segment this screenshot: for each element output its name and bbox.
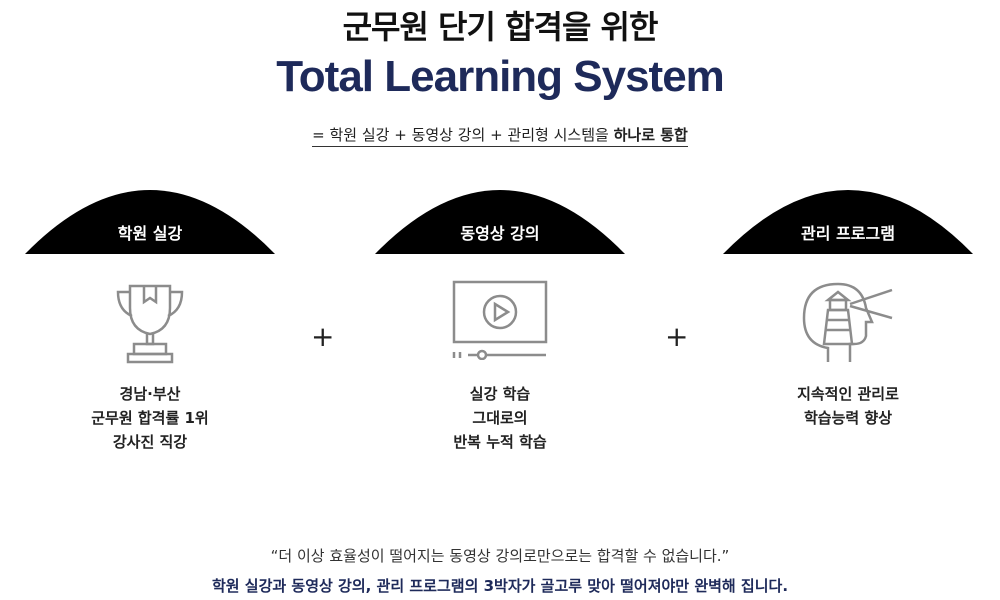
column-text-management: 지속적인 관리로 학습능력 향상 — [723, 382, 973, 430]
heading-top: 군무원 단기 합격을 위한 — [342, 8, 659, 46]
column-text-academy: 경남·부산 군무원 합격률 1위 강사진 직강 — [25, 382, 275, 454]
text-line: 지속적인 관리로 — [797, 385, 899, 403]
dome-video: 동영상 강의 — [375, 176, 625, 256]
column-text-video: 실강 학습 그대로의 반복 누적 학습 — [375, 382, 625, 454]
footer-summary: 학원 실강과 동영상 강의, 관리 프로그램의 3박자가 골고루 맞아 떨어져야… — [211, 577, 789, 595]
video-player-icon — [375, 278, 625, 364]
plus-sign-2: + — [665, 320, 689, 353]
column-academy: 학원 실강 경남·부산 군무원 합격률 1위 강사진 직강 — [25, 176, 275, 451]
text-line: 실강 학습 — [469, 385, 531, 403]
lighthouse-head-icon — [723, 278, 973, 368]
heading-main: Total Learning System — [276, 52, 725, 101]
text-line: 군무원 합격률 1위 — [91, 409, 209, 427]
trophy-icon — [25, 278, 275, 372]
text-line: 반복 누적 학습 — [453, 433, 547, 451]
column-video: 동영상 강의 실강 학습 그대로의 반복 누적 학습 — [375, 176, 625, 451]
subline: = 학원 실강 + 동영상 강의 + 관리형 시스템을 하나로 통합 — [0, 124, 1000, 147]
dome-label-academy: 학원 실강 — [117, 224, 183, 243]
subline-underlined: = 학원 실강 + 동영상 강의 + 관리형 시스템을 하나로 통합 — [312, 126, 688, 147]
dome-academy: 학원 실강 — [25, 176, 275, 256]
plus-sign-1: + — [311, 320, 335, 353]
dome-management: 관리 프로그램 — [723, 176, 973, 256]
text-line: 강사진 직강 — [112, 433, 188, 451]
dome-label-video: 동영상 강의 — [460, 224, 540, 243]
subline-bold: 하나로 통합 — [613, 126, 688, 144]
footer-quote: “더 이상 효율성이 떨어지는 동영상 강의로만으로는 합격할 수 없습니다.” — [270, 547, 730, 565]
dome-label-management: 관리 프로그램 — [801, 224, 895, 243]
text-line: 학습능력 향상 — [803, 409, 893, 427]
column-management: 관리 프로그램 지속적인 관리로 학습능력 향상 — [723, 176, 973, 427]
text-line: 그대로의 — [472, 409, 528, 427]
subline-plain: = 학원 실강 + 동영상 강의 + 관리형 시스템을 — [312, 126, 614, 144]
text-line: 경남·부산 — [119, 385, 181, 403]
